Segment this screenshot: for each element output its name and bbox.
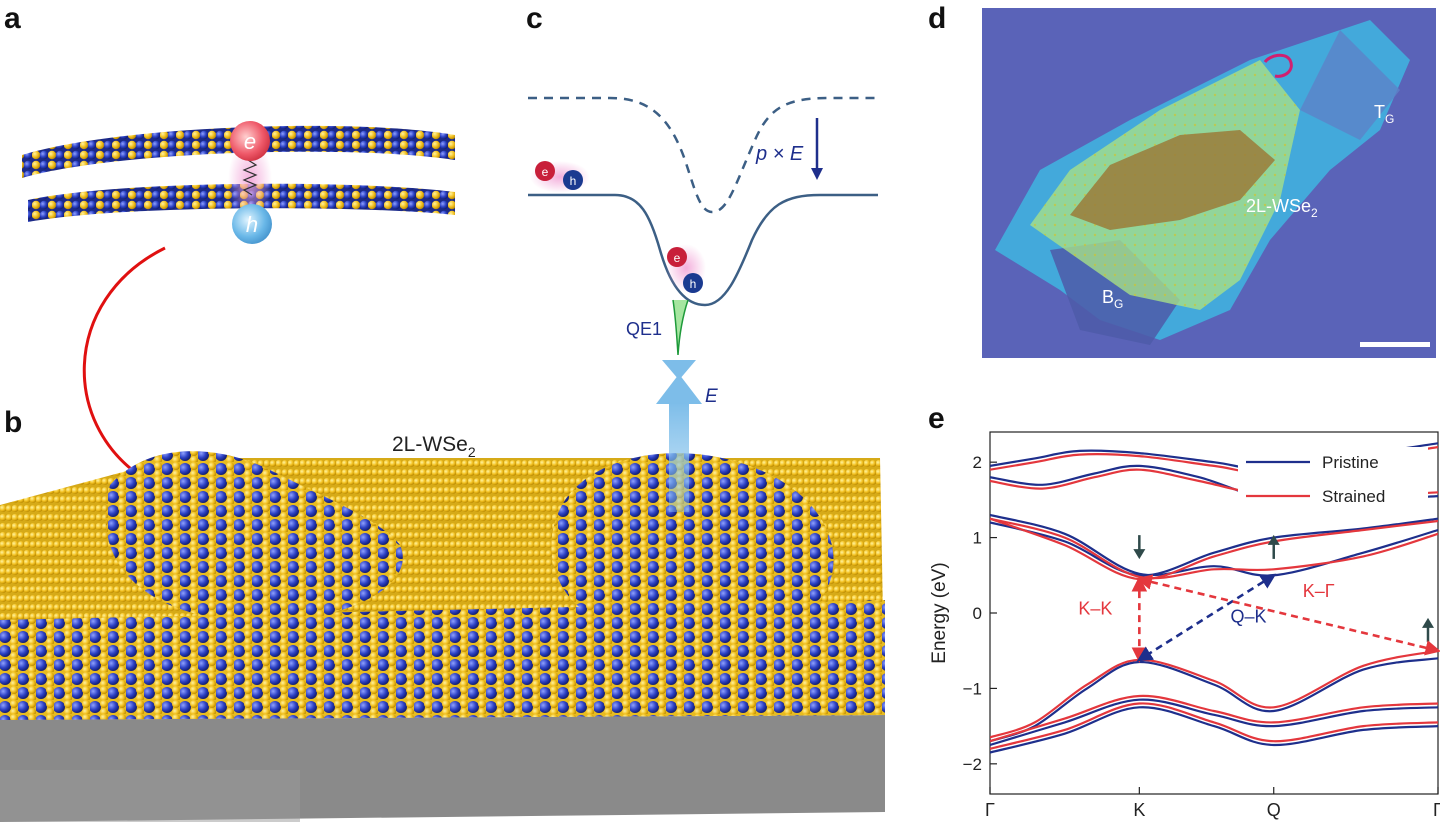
electron-label: e — [244, 129, 256, 154]
panel-d-micrograph: TG 2L-WSe2 BG — [982, 8, 1436, 358]
electron-sphere — [230, 121, 270, 161]
panel-b-lattice: 2L-WSe2 — [0, 360, 885, 822]
panel-c-potential: e h e h p × E QE1 E — [528, 96, 878, 512]
top-gate-region — [1300, 30, 1400, 140]
unperturbed-potential — [528, 96, 878, 214]
trapped-hole-label: h — [690, 277, 697, 291]
trapped-electron — [667, 247, 687, 267]
y-tick-label: 0 — [973, 604, 982, 623]
top-gate-label: TG — [1374, 102, 1394, 126]
band-strained — [990, 694, 1438, 743]
exciton-spring — [242, 159, 258, 196]
field-arrow-head — [656, 374, 702, 404]
y-tick-label: −1 — [963, 679, 982, 698]
band-pristine — [990, 513, 1438, 577]
panel-label-b: b — [4, 406, 22, 439]
nanobubble-left — [105, 451, 403, 622]
y-tick-label: −2 — [963, 755, 982, 774]
transition-arrow — [1136, 574, 1440, 656]
y-tick-label: 2 — [973, 453, 982, 472]
panel-a-bilayer: e h — [22, 121, 455, 484]
free-hole — [563, 170, 583, 190]
zoom-arrow — [82, 246, 166, 484]
band-pristine — [990, 657, 1438, 743]
free-electron — [535, 161, 555, 181]
qe-state — [672, 299, 689, 356]
band-lines — [990, 442, 1438, 754]
panel-label-c: c — [526, 2, 543, 35]
field-arrow-shaft — [669, 402, 689, 512]
transition-label: K–K — [1078, 598, 1112, 618]
x-tick-label: Γ — [1433, 800, 1440, 820]
hole-sphere — [232, 204, 272, 244]
panel-label-e: e — [928, 402, 945, 435]
panel-label-d: d — [928, 2, 946, 35]
y-axis-label: Energy (eV) — [929, 562, 950, 663]
local-potential — [528, 193, 878, 307]
dipole-arrow-head — [811, 168, 823, 180]
material-label-d: 2L-WSe2 — [1246, 196, 1318, 220]
y-tick-label: 1 — [973, 529, 982, 548]
free-hole-label: h — [570, 174, 577, 188]
contact-mark — [1263, 53, 1293, 78]
bilayer-region — [1070, 130, 1275, 230]
bottom-gate-label: BG — [1102, 287, 1123, 311]
band-pristine — [990, 517, 1438, 577]
dipole-label: p × E — [755, 143, 804, 165]
legend-label: Strained — [1322, 487, 1385, 506]
field-label: E — [705, 386, 718, 407]
x-tick-label: Q — [1267, 800, 1281, 820]
band-strained — [990, 702, 1438, 750]
band-strained — [990, 517, 1438, 580]
lattice-front-edge — [0, 600, 885, 720]
x-tick-label: K — [1133, 800, 1145, 820]
transition-label: K–Γ — [1303, 581, 1335, 601]
shift-marker-head — [1267, 534, 1280, 545]
bottom-gate-region — [1050, 240, 1180, 345]
band-strained — [990, 517, 1438, 581]
substrate-shade — [0, 770, 300, 822]
legend-label: Pristine — [1322, 453, 1379, 472]
x-tick-label: Γ — [985, 800, 995, 820]
field-arrow-b-cap — [662, 360, 696, 380]
shift-marker-head — [1422, 617, 1434, 628]
band-pristine — [990, 698, 1438, 747]
scale-bar — [1360, 342, 1430, 347]
band-pristine — [990, 706, 1438, 754]
trapped-electron-label: e — [674, 251, 681, 265]
legend-box — [1238, 447, 1428, 517]
free-electron-label: e — [542, 165, 549, 179]
qe-label: QE1 — [626, 319, 662, 339]
band-strained — [990, 649, 1438, 739]
panel-label-a: a — [4, 2, 21, 35]
hole-label: h — [246, 212, 258, 237]
material-label-b: 2L-WSe2 — [392, 433, 476, 460]
y-ticks: 2 1 0 −1 −2 — [963, 453, 997, 774]
shift-marker-head — [1133, 549, 1146, 560]
exciton-glow — [228, 140, 272, 220]
nanobubble-right — [551, 453, 834, 631]
trapped-hole — [683, 273, 703, 293]
